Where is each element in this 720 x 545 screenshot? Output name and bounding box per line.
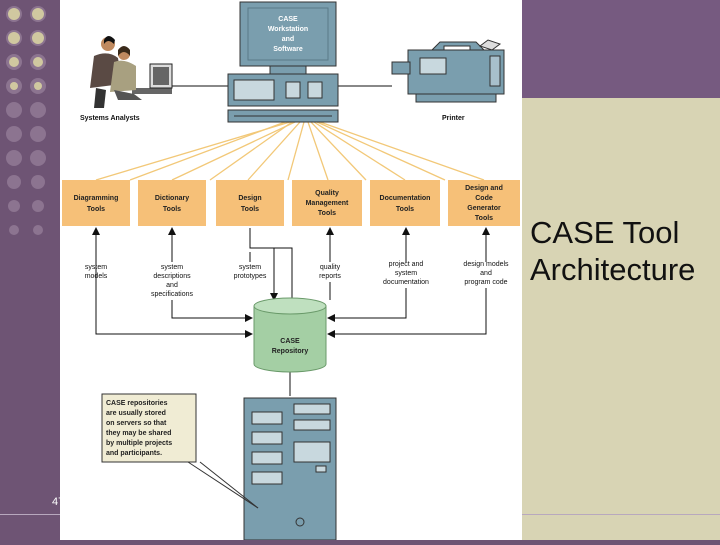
output-design-models-line-1: design models xyxy=(463,261,509,268)
tool-documentation-line-2: Tools xyxy=(396,206,414,213)
output-system-prototypes: system prototypes xyxy=(234,264,267,280)
workstation-label-3: and xyxy=(282,36,294,43)
callout-line-6: and participants. xyxy=(106,450,162,457)
workstation-label-2: Workstation xyxy=(268,26,308,33)
output-quality-reports: quality reports xyxy=(319,264,341,280)
workstation-label-4: Software xyxy=(273,46,303,53)
callout-line-4: they may be shared xyxy=(106,430,171,437)
systems-analysts-illustration xyxy=(90,36,173,108)
case-repository: CASE Repository xyxy=(253,297,327,373)
tool-box-quality: Quality Management Tools xyxy=(292,180,362,226)
dot-pattern-decoration xyxy=(6,6,46,235)
output-system-descriptions-line-4: specifications xyxy=(151,291,194,298)
tool-dictionary-line-1: Dictionary xyxy=(155,195,189,202)
tool-diagramming-line-2: Tools xyxy=(87,206,105,213)
output-quality-reports-line-2: reports xyxy=(319,273,341,280)
case-workstation: CASE Workstation and Software xyxy=(227,1,339,123)
tool-box-dictionary: Dictionary Tools xyxy=(138,180,206,226)
output-project-documentation: project and system documentation xyxy=(383,261,429,286)
printer-illustration xyxy=(391,39,505,103)
title-line-2: Architecture xyxy=(530,252,696,287)
tool-quality-line-1: Quality xyxy=(315,190,339,197)
repository-label-2: Repository xyxy=(272,348,309,355)
callout-line-2: are usually stored xyxy=(106,410,166,417)
repository-label-1: CASE xyxy=(280,338,300,345)
callout-line-1: CASE repositories xyxy=(106,400,168,407)
tool-box-diagramming: Diagramming Tools xyxy=(62,180,130,226)
repository-server xyxy=(243,397,337,541)
tool-quality-line-3: Tools xyxy=(318,210,336,217)
output-system-descriptions-line-3: and xyxy=(166,282,178,289)
workstation-to-tools-links xyxy=(95,121,485,181)
tool-codegen-line-1: Design and xyxy=(465,185,503,192)
tool-quality-line-2: Management xyxy=(306,200,349,207)
printer-label: Printer xyxy=(442,115,465,122)
output-system-prototypes-line-2: prototypes xyxy=(234,273,267,280)
tool-box-documentation: Documentation Tools xyxy=(370,180,440,226)
tool-box-design: Design Tools xyxy=(216,180,284,226)
callout-line-5: by multiple projects xyxy=(106,440,172,447)
tool-design-line-1: Design xyxy=(238,195,261,202)
output-system-prototypes-line-1: system xyxy=(239,264,261,271)
repository-callout: CASE repositories are usually stored on … xyxy=(101,393,259,509)
output-system-descriptions-line-1: system xyxy=(161,264,183,271)
tool-dictionary-line-2: Tools xyxy=(163,206,181,213)
systems-analysts-label: Systems Analysts xyxy=(80,115,140,122)
tool-codegen-line-3: Generator xyxy=(467,205,501,212)
output-design-models: design models and program code xyxy=(463,261,509,286)
callout-line-3: on servers so that xyxy=(106,420,167,427)
tool-diagramming-line-1: Diagramming xyxy=(74,195,119,202)
output-quality-reports-line-1: quality xyxy=(320,264,341,271)
output-design-models-line-2: and xyxy=(480,270,492,277)
tool-documentation-line-1: Documentation xyxy=(380,195,431,202)
tool-codegen-line-2: Code xyxy=(475,195,493,202)
output-project-documentation-line-2: system xyxy=(395,270,417,277)
repository-flow-arrows xyxy=(92,227,490,396)
output-system-descriptions: system descriptions and specifications xyxy=(151,264,194,298)
title-line-1: CASE Tool xyxy=(530,215,680,250)
tool-design-line-2: Tools xyxy=(241,206,259,213)
output-system-descriptions-line-2: descriptions xyxy=(153,273,191,280)
output-design-models-line-3: program code xyxy=(464,279,507,286)
slide-number: 47 xyxy=(52,496,65,508)
title-panel xyxy=(522,98,720,540)
header-band xyxy=(522,0,720,98)
tool-codegen-line-4: Tools xyxy=(475,215,493,222)
output-project-documentation-line-1: project and xyxy=(389,261,424,268)
tool-box-codegen: Design and Code Generator Tools xyxy=(448,180,520,226)
workstation-label-1: CASE xyxy=(278,16,298,23)
slide-title: CASE Tool Architecture xyxy=(530,214,720,288)
case-architecture-diagram: CASE Workstation and Software Systems An… xyxy=(60,0,522,541)
output-project-documentation-line-3: documentation xyxy=(383,279,429,286)
